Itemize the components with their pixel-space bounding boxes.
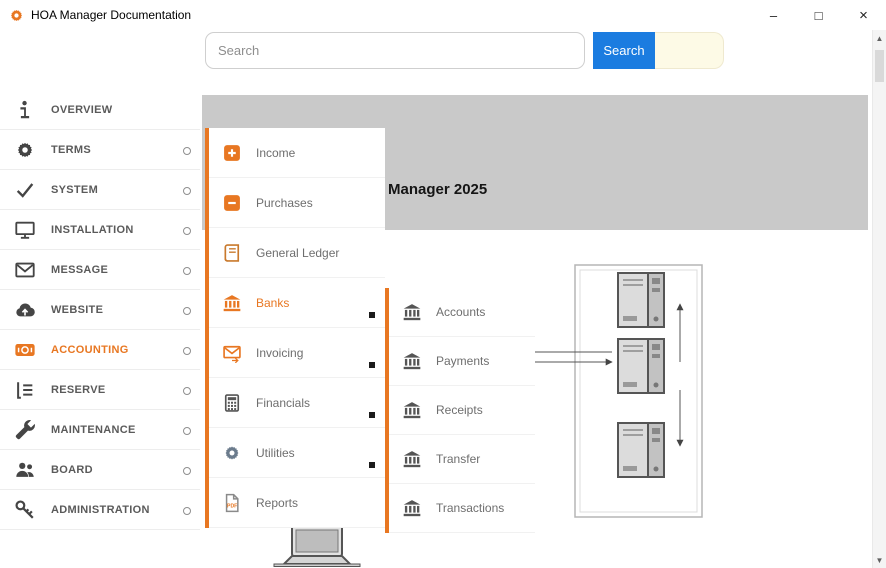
menu-item-label: Receipts xyxy=(436,403,483,417)
sidebar-item-label: INSTALLATION xyxy=(51,223,134,236)
accounting-menu-item-banks[interactable]: Banks xyxy=(209,278,385,328)
scroll-up-icon[interactable]: ▲ xyxy=(875,34,884,43)
bank-icon xyxy=(402,498,422,518)
banks-menu-item-accounts[interactable]: Accounts xyxy=(389,288,535,337)
menu-item-label: Payments xyxy=(436,354,490,368)
sidebar-item-board[interactable]: BOARD xyxy=(0,450,200,490)
plus-icon xyxy=(222,143,242,163)
maximize-button[interactable]: □ xyxy=(796,0,841,30)
server-icon xyxy=(617,422,665,478)
wrench-icon xyxy=(14,419,36,441)
check-icon xyxy=(14,179,36,201)
menu-item-label: Utilities xyxy=(256,445,295,460)
sidebar-item-label: RESERVE xyxy=(51,383,106,396)
monitor-icon xyxy=(14,219,36,241)
menu-item-label: Financials xyxy=(256,395,311,410)
accounting-menu-item-financials[interactable]: Financials xyxy=(209,378,385,428)
sidebar-item-label: MAINTENANCE xyxy=(51,423,136,436)
money-icon xyxy=(14,339,36,361)
ledger-list-icon xyxy=(14,379,36,401)
gear-icon xyxy=(222,443,242,463)
sidebar: OVERVIEW TERMS SYSTEM INSTALLATI xyxy=(0,90,200,568)
menu-item-label: Transactions xyxy=(436,501,505,515)
sidebar-item-label: TERMS xyxy=(51,143,91,156)
sidebar-item-label: ACCOUNTING xyxy=(51,343,129,356)
bank-icon xyxy=(222,293,242,313)
minus-icon xyxy=(222,193,242,213)
sidebar-item-maintenance[interactable]: MAINTENANCE xyxy=(0,410,200,450)
bank-icon xyxy=(402,302,422,322)
server-icon xyxy=(617,338,665,394)
sidebar-item-overview[interactable]: OVERVIEW xyxy=(0,90,200,130)
titlebar: HOA Manager Documentation – □ × xyxy=(0,0,886,30)
sidebar-item-message[interactable]: MESSAGE xyxy=(0,250,200,290)
search-input[interactable] xyxy=(205,32,585,69)
info-icon xyxy=(14,99,36,121)
banks-submenu: Accounts Payments Receipts Trans xyxy=(385,288,535,533)
accounting-menu-item-reports[interactable]: Reports xyxy=(209,478,385,528)
menu-item-label: Transfer xyxy=(436,452,481,466)
accounting-submenu: Income Purchases General Ledger xyxy=(205,128,385,528)
envelope-icon xyxy=(14,259,36,281)
menu-item-label: Income xyxy=(256,145,296,160)
menu-item-label: Accounts xyxy=(436,305,486,319)
cloud-upload-icon xyxy=(14,299,36,321)
search-bar-tail xyxy=(655,32,724,69)
people-icon xyxy=(14,459,36,481)
bank-icon xyxy=(402,400,422,420)
calculator-icon xyxy=(222,393,242,413)
sidebar-item-reserve[interactable]: RESERVE xyxy=(0,370,200,410)
banks-menu-item-receipts[interactable]: Receipts xyxy=(389,386,535,435)
menu-item-label: General Ledger xyxy=(256,245,340,260)
key-icon xyxy=(14,499,36,521)
window-controls: – □ × xyxy=(751,0,886,30)
server-icon xyxy=(617,272,665,328)
sidebar-item-label: BOARD xyxy=(51,463,93,476)
sidebar-item-label: SYSTEM xyxy=(51,183,99,196)
sidebar-item-label: WEBSITE xyxy=(51,303,104,316)
pdf-icon xyxy=(222,493,242,513)
bank-icon xyxy=(402,351,422,371)
sidebar-item-terms[interactable]: TERMS xyxy=(0,130,200,170)
sidebar-item-administration[interactable]: ADMINISTRATION xyxy=(0,490,200,530)
diagram-frame xyxy=(574,264,703,518)
scroll-down-icon[interactable]: ▼ xyxy=(875,556,884,565)
laptop-icon xyxy=(272,524,362,568)
banks-menu-item-payments[interactable]: Payments xyxy=(389,337,535,386)
sidebar-item-label: ADMINISTRATION xyxy=(51,503,150,516)
accounting-menu-item-utilities[interactable]: Utilities xyxy=(209,428,385,478)
banks-menu-item-transactions[interactable]: Transactions xyxy=(389,484,535,533)
menu-item-label: Purchases xyxy=(256,195,313,210)
sidebar-item-accounting[interactable]: ACCOUNTING xyxy=(0,330,200,370)
gear-icon xyxy=(14,139,36,161)
sidebar-item-installation[interactable]: INSTALLATION xyxy=(0,210,200,250)
menu-item-label: Banks xyxy=(256,295,290,310)
menu-item-label: Reports xyxy=(256,495,299,510)
sidebar-item-label: MESSAGE xyxy=(51,263,109,276)
minimize-button[interactable]: – xyxy=(751,0,796,30)
scrollbar-thumb[interactable] xyxy=(875,50,884,82)
accounting-menu-item-general-ledger[interactable]: General Ledger xyxy=(209,228,385,278)
sidebar-item-system[interactable]: SYSTEM xyxy=(0,170,200,210)
bank-icon xyxy=(402,449,422,469)
page-title: Manager 2025 xyxy=(388,181,488,198)
menu-item-label: Invoicing xyxy=(256,345,304,360)
close-button[interactable]: × xyxy=(841,0,886,30)
scrollbar[interactable]: ▲ ▼ xyxy=(872,30,886,568)
ledger-book-icon xyxy=(222,243,242,263)
accounting-menu-item-purchases[interactable]: Purchases xyxy=(209,178,385,228)
accounting-menu-item-income[interactable]: Income xyxy=(209,128,385,178)
app-logo-icon xyxy=(8,7,25,24)
window-title: HOA Manager Documentation xyxy=(31,8,192,22)
banks-menu-item-transfer[interactable]: Transfer xyxy=(389,435,535,484)
sidebar-item-label: OVERVIEW xyxy=(51,103,113,116)
search-button[interactable]: Search xyxy=(593,32,655,69)
invoice-icon xyxy=(222,343,242,363)
accounting-menu-item-invoicing[interactable]: Invoicing xyxy=(209,328,385,378)
sidebar-item-website[interactable]: WEBSITE xyxy=(0,290,200,330)
